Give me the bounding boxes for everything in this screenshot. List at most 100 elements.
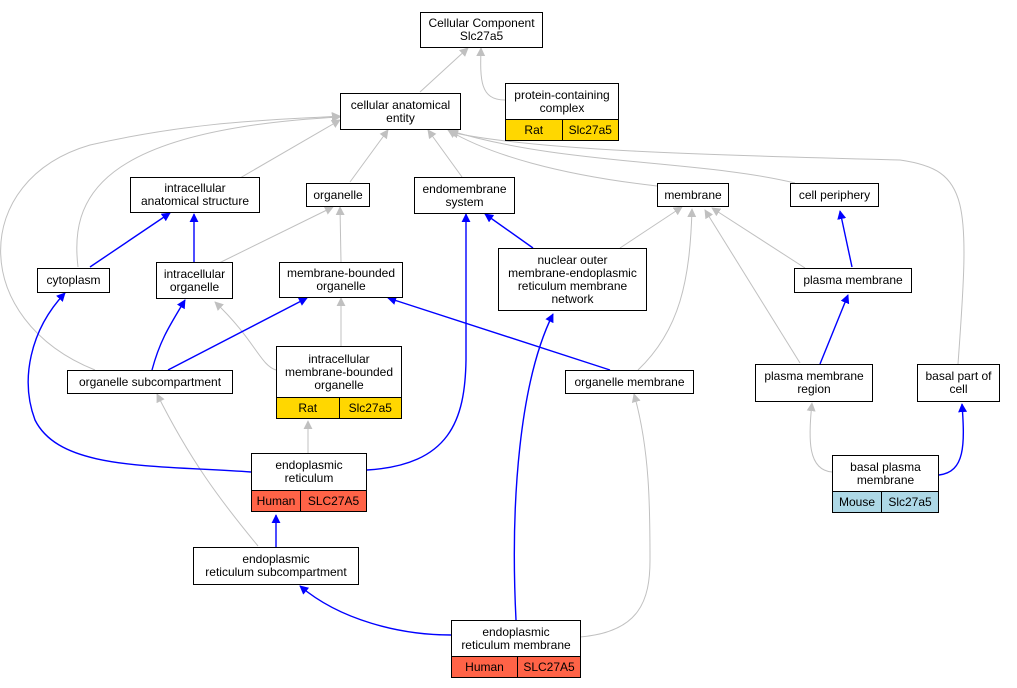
edge-io-organelle [214, 206, 334, 266]
node-label-line: intracellular [164, 181, 226, 195]
node-label-line: membrane-bounded [284, 364, 394, 379]
edge-cellper-cae [447, 128, 796, 184]
edge-erm-ersub [299, 585, 452, 636]
gene-cell: Slc27a5 [561, 120, 618, 140]
edge-imbo-io [214, 301, 277, 371]
edge-nucout-endo [484, 213, 534, 249]
node-label-line: reticulum [284, 471, 334, 485]
node-label-line: reticulum membrane [517, 278, 628, 293]
node-label-line: membrane-endoplasmic [508, 265, 637, 280]
node-label-line: membrane [664, 187, 722, 202]
edge-osub-cae [0, 112, 341, 371]
edge-er-endo [366, 213, 471, 471]
species-cell: Rat [506, 120, 562, 140]
node-membrane[interactable]: membrane [657, 183, 729, 207]
node-label-line: region [797, 382, 831, 396]
node-label-line: endomembrane [422, 181, 507, 196]
node-label-line: basal part of [925, 369, 992, 383]
annotation-row: Rat Slc27a5 [277, 397, 401, 418]
node-label-line: organelle [316, 279, 366, 293]
edge-omem-mbo [387, 296, 611, 371]
node-label-line: plasma membrane [803, 273, 903, 287]
node-label-line: intracellular [308, 351, 370, 366]
edge-osub-mbo [167, 297, 308, 371]
annotation-row: Mouse Slc27a5 [833, 491, 938, 512]
edge-erm-omem [579, 393, 651, 638]
node-label-line: entity [386, 110, 415, 125]
edge-pmr-membrane [704, 209, 801, 364]
edge-cytoplasm-cae [76, 112, 341, 268]
node-label-line: organelle subcompartment [78, 374, 222, 389]
node-label-line: network [551, 291, 594, 306]
node-label-line: basal plasma [850, 459, 921, 474]
node-label-line: system [445, 194, 484, 209]
node-plasma-membrane[interactable]: plasma membrane [794, 268, 912, 293]
edge-bpm-pmr [806, 402, 833, 473]
node-label-line: organelle [169, 279, 220, 294]
edge-ersub-osub [156, 393, 259, 547]
node-cell-periphery[interactable]: cell periphery [790, 183, 879, 207]
edge-nucout-membrane [619, 206, 683, 249]
edge-pm-cellper [837, 210, 853, 268]
gene-cell: SLC27A5 [300, 491, 366, 511]
node-label-line: Slc27a5 [459, 29, 504, 43]
node-label-line: cytoplasm [46, 273, 101, 287]
edge-osub-io [151, 299, 186, 371]
node-label-line: cell [949, 382, 968, 396]
node-label-line: reticulum membrane [461, 637, 571, 652]
edge-omem-membrane [637, 208, 697, 371]
node-cytoplasm[interactable]: cytoplasm [37, 268, 110, 293]
node-label-line: organelle [314, 377, 364, 392]
node-label-line: Cellular Component [428, 16, 535, 30]
node-label-line: cell periphery [798, 187, 871, 202]
annotation-row: Human SLC27A5 [252, 490, 366, 511]
edge-pmr-pm [819, 294, 850, 365]
node-organelle-subcompartment[interactable]: organelle subcompartment [67, 370, 233, 394]
species-cell: Rat [277, 398, 339, 418]
edge-erm-nucout [513, 313, 554, 621]
gene-cell: Slc27a5 [881, 492, 938, 512]
edge-pcc-cc [476, 47, 506, 101]
node-label-line: cellular anatomical [350, 97, 451, 112]
node-label-line: complex [539, 100, 585, 115]
edge-cytoplasm-ias [89, 212, 171, 268]
edge-endo-cae [427, 129, 463, 178]
node-label-line: plasma membrane [764, 369, 864, 383]
node-label-line: endoplasmic [275, 458, 343, 472]
edge-bpm-bpc [938, 403, 968, 476]
part-of-edges [27, 210, 968, 636]
gene-cell: SLC27A5 [517, 657, 580, 677]
node-label-line: intracellular [163, 266, 226, 281]
annotation-row: Human SLC27A5 [452, 656, 580, 677]
node-label-line: organelle [313, 187, 363, 202]
node-label-line: protein-containing [514, 87, 610, 102]
edge-organelle-cae [349, 129, 389, 183]
node-organelle[interactable]: organelle [306, 183, 370, 207]
species-cell: Human [252, 491, 300, 511]
edge-mbo-organelle [335, 206, 345, 263]
gene-cell: Slc27a5 [338, 398, 401, 418]
node-label-line: membrane [856, 472, 915, 487]
node-organelle-membrane[interactable]: organelle membrane [565, 370, 694, 394]
edge-membrane-cae [447, 129, 658, 187]
node-label-line: anatomical structure [140, 194, 250, 208]
edge-pm-membrane [711, 207, 806, 269]
edge-cae-cc [419, 47, 469, 93]
edge-er-cytoplasm [27, 292, 252, 473]
